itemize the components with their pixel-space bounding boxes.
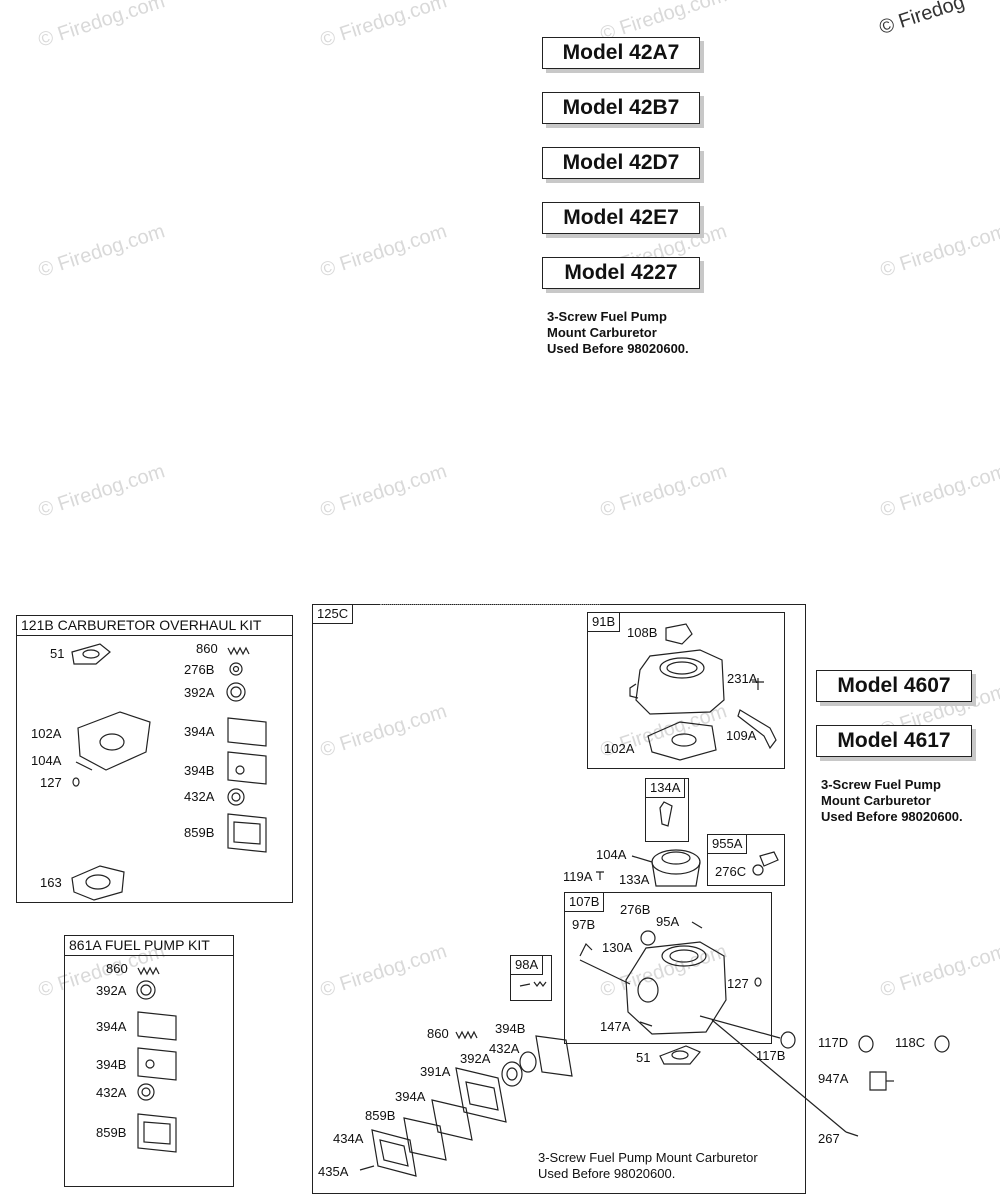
assembly-caption: 3-Screw Fuel Pump Mount Carburetor Used …: [538, 1150, 758, 1181]
part-label: 102A: [604, 741, 635, 756]
subassembly-91b-box: 91B: [587, 612, 785, 769]
model-label: Model 42B7: [542, 92, 700, 124]
part-label: 394B: [96, 1057, 127, 1072]
part-label: 432A: [96, 1085, 127, 1100]
watermark: © Firedog.com: [317, 460, 450, 522]
watermark: © Firedog.com: [877, 460, 1000, 522]
overhaul-kit-box: 121B CARBURETOR OVERHAUL KIT: [16, 615, 293, 903]
part-label: 276B: [184, 662, 215, 677]
part-label: 51: [50, 646, 65, 661]
part-label: 117D: [818, 1035, 849, 1050]
part-label: 859B: [96, 1125, 127, 1140]
watermark: © Firedog.com: [317, 220, 450, 282]
subassembly-tag: 955A: [708, 835, 748, 854]
part-label: 432A: [184, 789, 215, 804]
part-label: 104A: [596, 847, 627, 862]
watermark: © Firedog.com: [317, 0, 450, 52]
usage-note: 3-Screw Fuel Pump Mount Carburetor Used …: [821, 777, 963, 824]
part-label: 435A: [318, 1164, 349, 1179]
part-label: 127: [40, 775, 62, 790]
subassembly-tag: 134A: [646, 779, 686, 798]
part-label: 394A: [184, 724, 215, 739]
subassembly-134a-box: 134A: [645, 778, 689, 842]
part-label: 95A: [656, 914, 680, 929]
model-label: Model 4617: [816, 725, 972, 757]
dotted-guide-line: [380, 604, 600, 605]
part-label: 391A: [420, 1064, 451, 1079]
part-label: 392A: [460, 1051, 491, 1066]
part-label: 392A: [184, 685, 215, 700]
watermark: © Firedog.com: [35, 220, 168, 282]
part-label: 108B: [627, 625, 658, 640]
part-label: 947A: [818, 1071, 849, 1086]
part-label: 394B: [184, 763, 215, 778]
part-label: 276C: [715, 864, 747, 879]
watermark: © Firedog.com: [877, 940, 1000, 1002]
subassembly-107b-box: 107B: [564, 892, 772, 1044]
usage-note: 3-Screw Fuel Pump Mount Carburetor Used …: [547, 309, 689, 356]
part-label: 147A: [600, 1019, 631, 1034]
part-label: 434A: [333, 1131, 364, 1146]
model-label: Model 42E7: [542, 202, 700, 234]
part-label: 104A: [31, 753, 62, 768]
watermark: © Firedog.com: [877, 220, 1000, 282]
part-label: 392A: [96, 983, 127, 998]
subassembly-98a-box: 98A: [510, 955, 552, 1001]
part-label: 231A: [727, 671, 758, 686]
part-label: 109A: [726, 728, 757, 743]
overhaul-kit-title: 121B CARBURETOR OVERHAUL KIT: [17, 616, 292, 636]
model-label: Model 42A7: [542, 37, 700, 69]
part-label: 276B: [620, 902, 651, 917]
part-label: 394A: [395, 1089, 426, 1104]
copyright-mark: © Firedog: [876, 0, 968, 40]
fuel-pump-kit-box: 861A FUEL PUMP KIT: [64, 935, 234, 1187]
part-label: 860: [196, 641, 218, 656]
part-label: 394A: [96, 1019, 127, 1034]
part-label: 859B: [184, 825, 215, 840]
subassembly-tag: 98A: [511, 956, 544, 975]
part-label: 102A: [31, 726, 62, 741]
model-label: Model 4607: [816, 670, 972, 702]
part-label: 127: [727, 976, 749, 991]
part-label: 133A: [619, 872, 650, 887]
subassembly-tag: 91B: [588, 613, 621, 632]
part-label: 163: [40, 875, 62, 890]
part-label: 267: [818, 1131, 840, 1146]
assembly-tag: 125C: [313, 605, 354, 624]
watermark: © Firedog.com: [35, 0, 168, 52]
part-label: 97B: [572, 917, 596, 932]
model-label: Model 42D7: [542, 147, 700, 179]
part-label: 130A: [602, 940, 633, 955]
part-label: 432A: [489, 1041, 520, 1056]
part-label: 859B: [365, 1108, 396, 1123]
part-label: 117B: [756, 1048, 786, 1063]
part-label: 860: [427, 1026, 449, 1041]
model-label: Model 4227: [542, 257, 700, 289]
subassembly-955a-box: 955A: [707, 834, 785, 886]
part-label: 860: [106, 961, 128, 976]
subassembly-tag: 107B: [565, 893, 605, 912]
fuel-pump-kit-title: 861A FUEL PUMP KIT: [65, 936, 233, 956]
part-label: 118C: [895, 1035, 926, 1050]
watermark: © Firedog.com: [597, 460, 730, 522]
part-label: 119A: [563, 869, 593, 884]
part-label: 394B: [495, 1021, 526, 1036]
part-label: 51: [636, 1050, 651, 1065]
watermark: © Firedog.com: [35, 460, 168, 522]
